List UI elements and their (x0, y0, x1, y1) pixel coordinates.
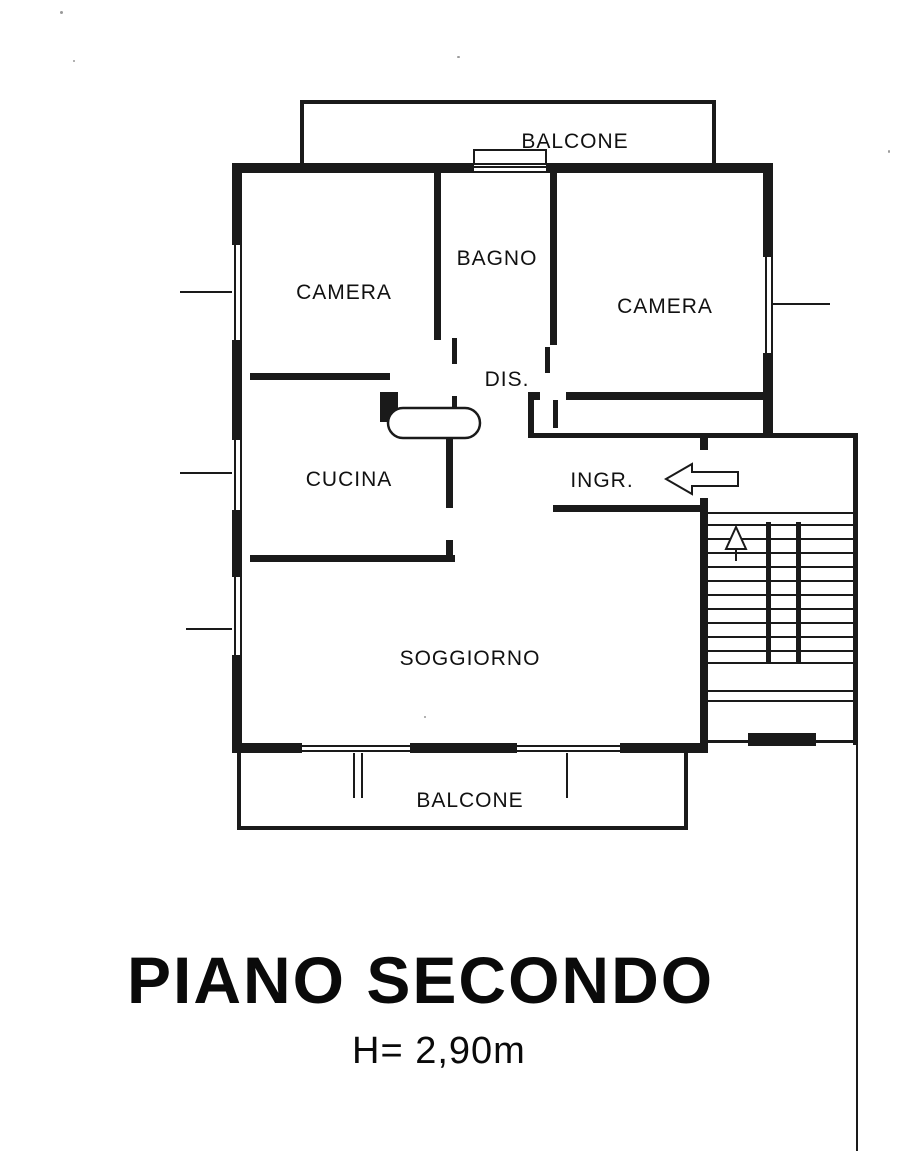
page-title: PIANO SECONDO (127, 943, 715, 1017)
scan-speck (888, 150, 890, 153)
door-leaf-symbol (386, 406, 482, 440)
room-label-dis: DIS. (485, 368, 530, 391)
room-label-camera-left: CAMERA (296, 281, 392, 304)
room-label-cucina: CUCINA (306, 468, 393, 491)
room-label-soggiorno: SOGGIORNO (400, 647, 541, 670)
room-label-bagno: BAGNO (457, 247, 538, 270)
interior-walls (250, 173, 858, 562)
bottom-balcony-outline (237, 753, 688, 830)
stair-rails (766, 522, 801, 664)
top-balcony-outline (300, 100, 716, 163)
scan-speck (60, 11, 63, 14)
scan-speck (424, 716, 426, 718)
stair-structure (705, 433, 858, 746)
room-label-camera-right: CAMERA (617, 295, 713, 318)
page-border-line (856, 745, 858, 1151)
scan-speck (73, 60, 75, 62)
balcony-door-threshold (473, 149, 547, 173)
room-labels: BALCONE BAGNO CAMERA CAMERA DIS. CUCINA … (296, 130, 713, 812)
exterior-walls (232, 163, 773, 753)
room-label-ingresso: INGR. (570, 469, 633, 492)
stair-steps (708, 524, 853, 664)
window-symbols (180, 238, 830, 798)
stair-up-arrow-icon (724, 524, 748, 561)
scan-speck (457, 56, 460, 58)
height-note: H= 2,90m (352, 1030, 526, 1072)
room-label-balcone-top: BALCONE (521, 130, 628, 153)
stairwell (705, 433, 858, 746)
room-label-balcone-bottom: BALCONE (416, 789, 523, 812)
entrance-arrow-icon (663, 462, 739, 496)
